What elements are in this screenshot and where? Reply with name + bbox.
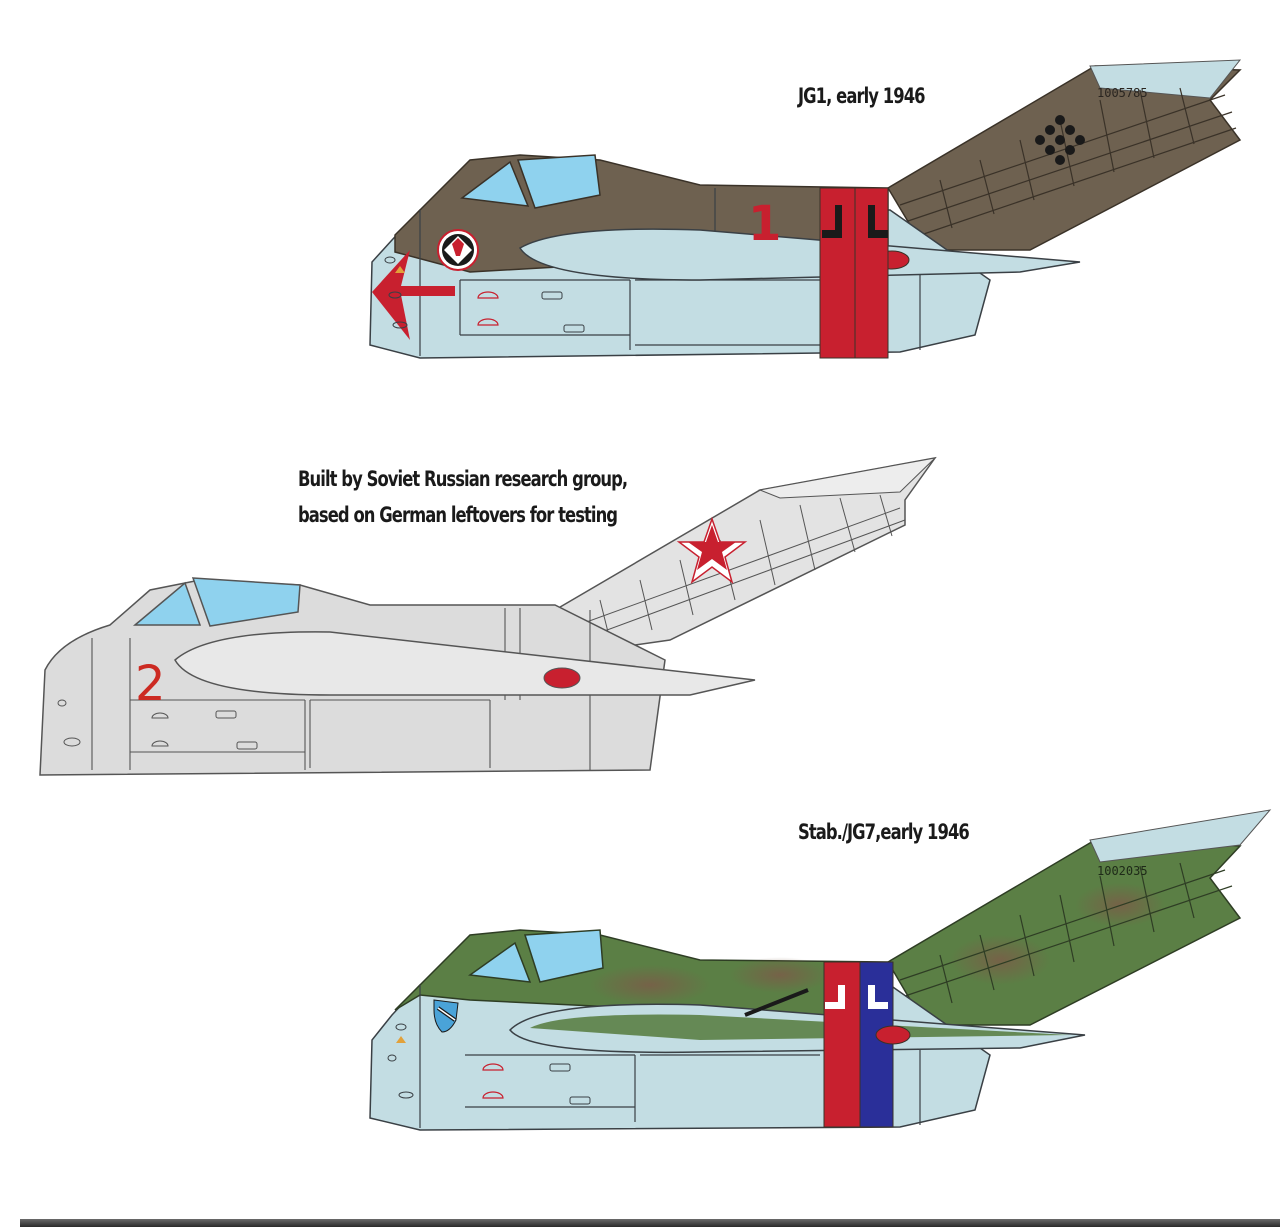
balkenkreuz-icon [825,985,888,1009]
tail-fin: 1002035 [886,809,1272,1026]
tail-fin: 1005785 [886,59,1242,251]
fuselage-band [819,187,889,359]
bottom-border [20,1219,1280,1227]
balkenkreuz-icon [822,205,888,238]
fuselage-number: 2 [135,656,166,712]
unit-emblem-icon [437,229,479,271]
canopy [460,154,601,209]
serial-number: 1002035 [1097,864,1148,878]
fuselage-band-blue [859,961,894,1128]
unit-shield-icon [433,999,459,1033]
profile-1-caption: JG1, early 1946 [798,84,926,108]
fuselage-number: 1 [748,196,781,252]
antenna [744,988,809,1017]
profile-2-caption-line-2: based on German leftovers for testing [298,503,618,527]
canopy [132,577,301,627]
profile-2-caption-line-1: Built by Soviet Russian research group, [298,467,628,491]
profile-3-caption: Stab./JG7,early 1946 [798,820,970,844]
tail-fin [553,456,937,651]
canopy [467,929,604,983]
aircraft-profile-jg1: 1005785 1 [369,59,1242,359]
tail-marking-icon [1035,115,1085,165]
serial-number: 1005785 [1097,86,1148,100]
red-star-icon [676,516,748,584]
